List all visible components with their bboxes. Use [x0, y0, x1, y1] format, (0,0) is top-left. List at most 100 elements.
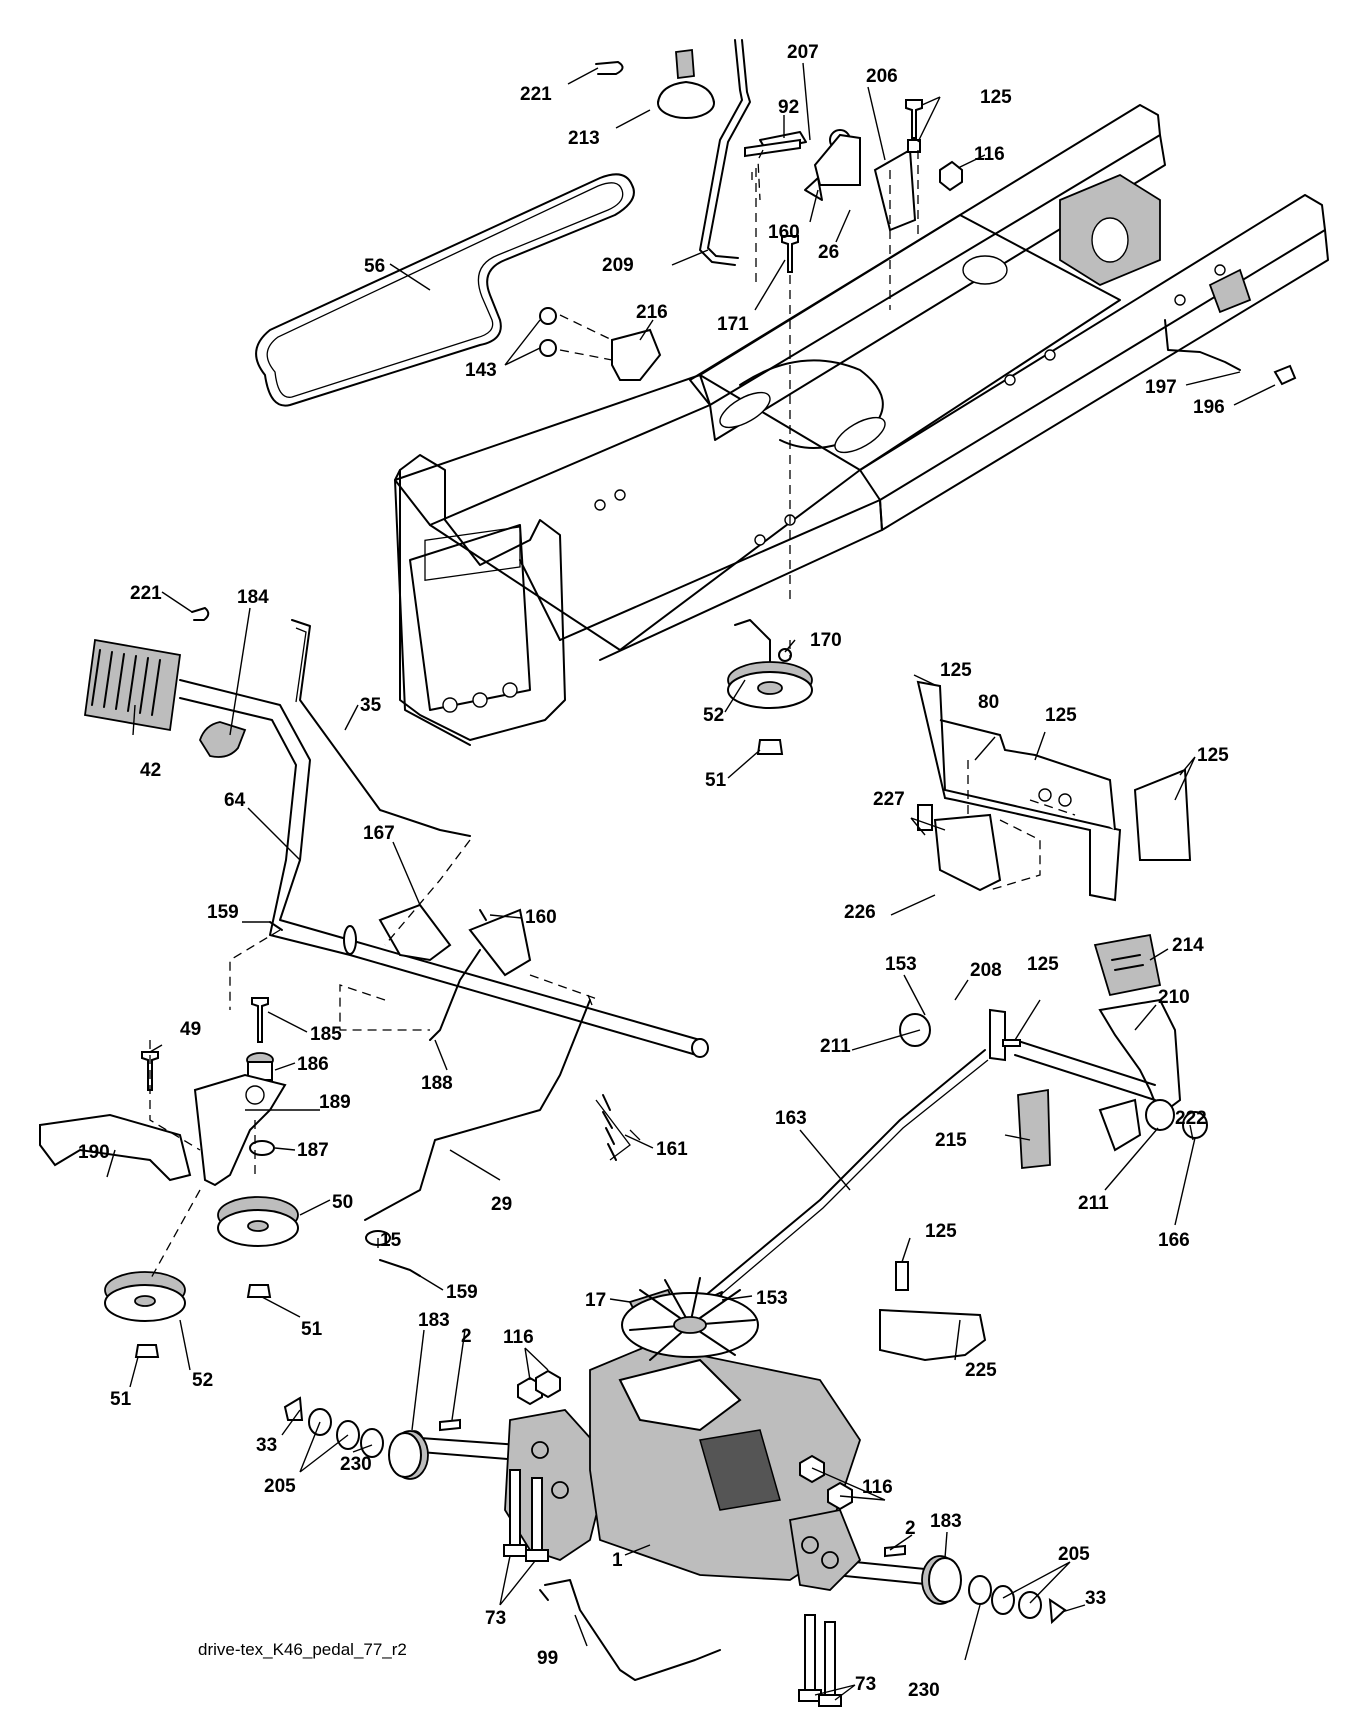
transaxle — [403, 1277, 936, 1591]
callout-26: 26 — [818, 242, 839, 263]
callout-125: 125 — [1197, 745, 1229, 766]
callout-51: 51 — [110, 1389, 132, 1410]
bracket-216 — [611, 328, 662, 381]
rod-188 — [429, 949, 481, 1041]
callout-227: 227 — [873, 789, 905, 810]
alignment-lines — [149, 149, 1076, 1281]
callout-33: 33 — [1085, 1588, 1106, 1609]
idler-pulley-upper — [727, 619, 813, 755]
callout-153: 153 — [885, 954, 917, 975]
rod-197 — [1164, 319, 1241, 371]
callout-159: 159 — [446, 1282, 478, 1303]
callout-185: 185 — [310, 1024, 342, 1045]
callout-125: 125 — [980, 87, 1012, 108]
bracket-80 — [916, 680, 1192, 902]
bolt-171 — [781, 235, 799, 273]
callout-215: 215 — [935, 1130, 967, 1151]
pedal-assembly — [899, 933, 1208, 1169]
callout-73: 73 — [855, 1674, 876, 1695]
callout-92: 92 — [778, 97, 799, 118]
rod-29 — [364, 999, 591, 1221]
callout-170: 170 — [810, 630, 842, 651]
callout-153: 153 — [756, 1288, 788, 1309]
callout-184: 184 — [237, 587, 269, 608]
plate-189 — [193, 1073, 287, 1187]
callout-73: 73 — [485, 1608, 506, 1629]
callout-160: 160 — [768, 222, 800, 243]
drive-belt — [255, 173, 635, 407]
callout-183: 183 — [930, 1511, 962, 1532]
callout-163: 163 — [775, 1108, 807, 1129]
pulley-52-lower — [104, 1271, 186, 1358]
callout-190: 190 — [78, 1142, 110, 1163]
callout-1: 1 — [612, 1550, 623, 1571]
callout-207: 207 — [787, 42, 819, 63]
callout-205: 205 — [264, 1476, 296, 1497]
callout-230: 230 — [340, 1454, 372, 1475]
callout-64: 64 — [224, 790, 246, 811]
callout-226: 226 — [844, 902, 876, 923]
callout-2: 2 — [461, 1326, 472, 1347]
pulley-50 — [217, 1196, 299, 1298]
callout-213: 213 — [568, 128, 600, 149]
callout-125: 125 — [925, 1221, 957, 1242]
callout-205: 205 — [1058, 1544, 1090, 1565]
knob-184 — [199, 721, 247, 758]
leader-lines — [106, 62, 1276, 1701]
callout-222: 222 — [1175, 1108, 1207, 1129]
callout-116: 116 — [974, 144, 1005, 165]
callout-125: 125 — [1027, 954, 1059, 975]
callout-50: 50 — [332, 1192, 353, 1213]
callout-171: 171 — [717, 314, 749, 335]
callout-49: 49 — [180, 1019, 201, 1040]
callout-116: 116 — [503, 1327, 534, 1348]
callout-230: 230 — [908, 1680, 940, 1701]
main-frame — [394, 104, 1329, 746]
handle-rod-assembly — [83, 638, 709, 1058]
rod-163 — [699, 1049, 986, 1301]
callout-196: 196 — [1193, 397, 1225, 418]
callout-51: 51 — [705, 770, 727, 791]
callout-99: 99 — [537, 1648, 558, 1669]
callout-17: 17 — [585, 1290, 606, 1311]
upper-bracket-hardware — [744, 99, 963, 232]
callout-2: 2 — [905, 1518, 916, 1539]
callout-166: 166 — [1158, 1230, 1190, 1251]
arm-167 — [378, 903, 452, 962]
rod-35 — [291, 619, 471, 837]
callout-216: 216 — [636, 302, 668, 323]
bracket-190 — [39, 1113, 192, 1182]
callout-197: 197 — [1145, 377, 1177, 398]
callout-187: 187 — [297, 1140, 329, 1161]
spring-161 — [595, 1094, 641, 1161]
callout-42: 42 — [140, 760, 161, 781]
bracket-225 — [879, 1308, 987, 1362]
lift-lever-assembly — [595, 39, 751, 266]
callout-208: 208 — [970, 960, 1002, 981]
callout-125: 125 — [1045, 705, 1077, 726]
callout-211: 211 — [1078, 1193, 1109, 1214]
callout-188: 188 — [421, 1073, 453, 1094]
callout-80: 80 — [978, 692, 999, 713]
callout-15: 15 — [380, 1230, 402, 1251]
callout-183: 183 — [418, 1310, 450, 1331]
callout-33: 33 — [256, 1435, 277, 1456]
callout-116: 116 — [862, 1477, 893, 1498]
callout-211: 211 — [820, 1036, 851, 1057]
callout-52: 52 — [703, 705, 724, 726]
callout-159: 159 — [207, 902, 239, 923]
bracket-226 — [933, 813, 1002, 892]
callout-189: 189 — [319, 1092, 351, 1113]
callout-125: 125 — [940, 660, 972, 681]
bolt-185 — [251, 997, 269, 1043]
callout-221: 221 — [130, 583, 162, 604]
callout-labels: 221 213 207 206 125 92 116 160 26 209 56… — [78, 42, 1229, 1701]
callout-221: 221 — [520, 84, 552, 105]
callout-160: 160 — [525, 907, 557, 928]
callout-209: 209 — [602, 255, 634, 276]
callout-186: 186 — [297, 1054, 329, 1075]
callout-52: 52 — [192, 1370, 213, 1391]
callout-167: 167 — [363, 823, 395, 844]
callout-161: 161 — [656, 1139, 688, 1160]
